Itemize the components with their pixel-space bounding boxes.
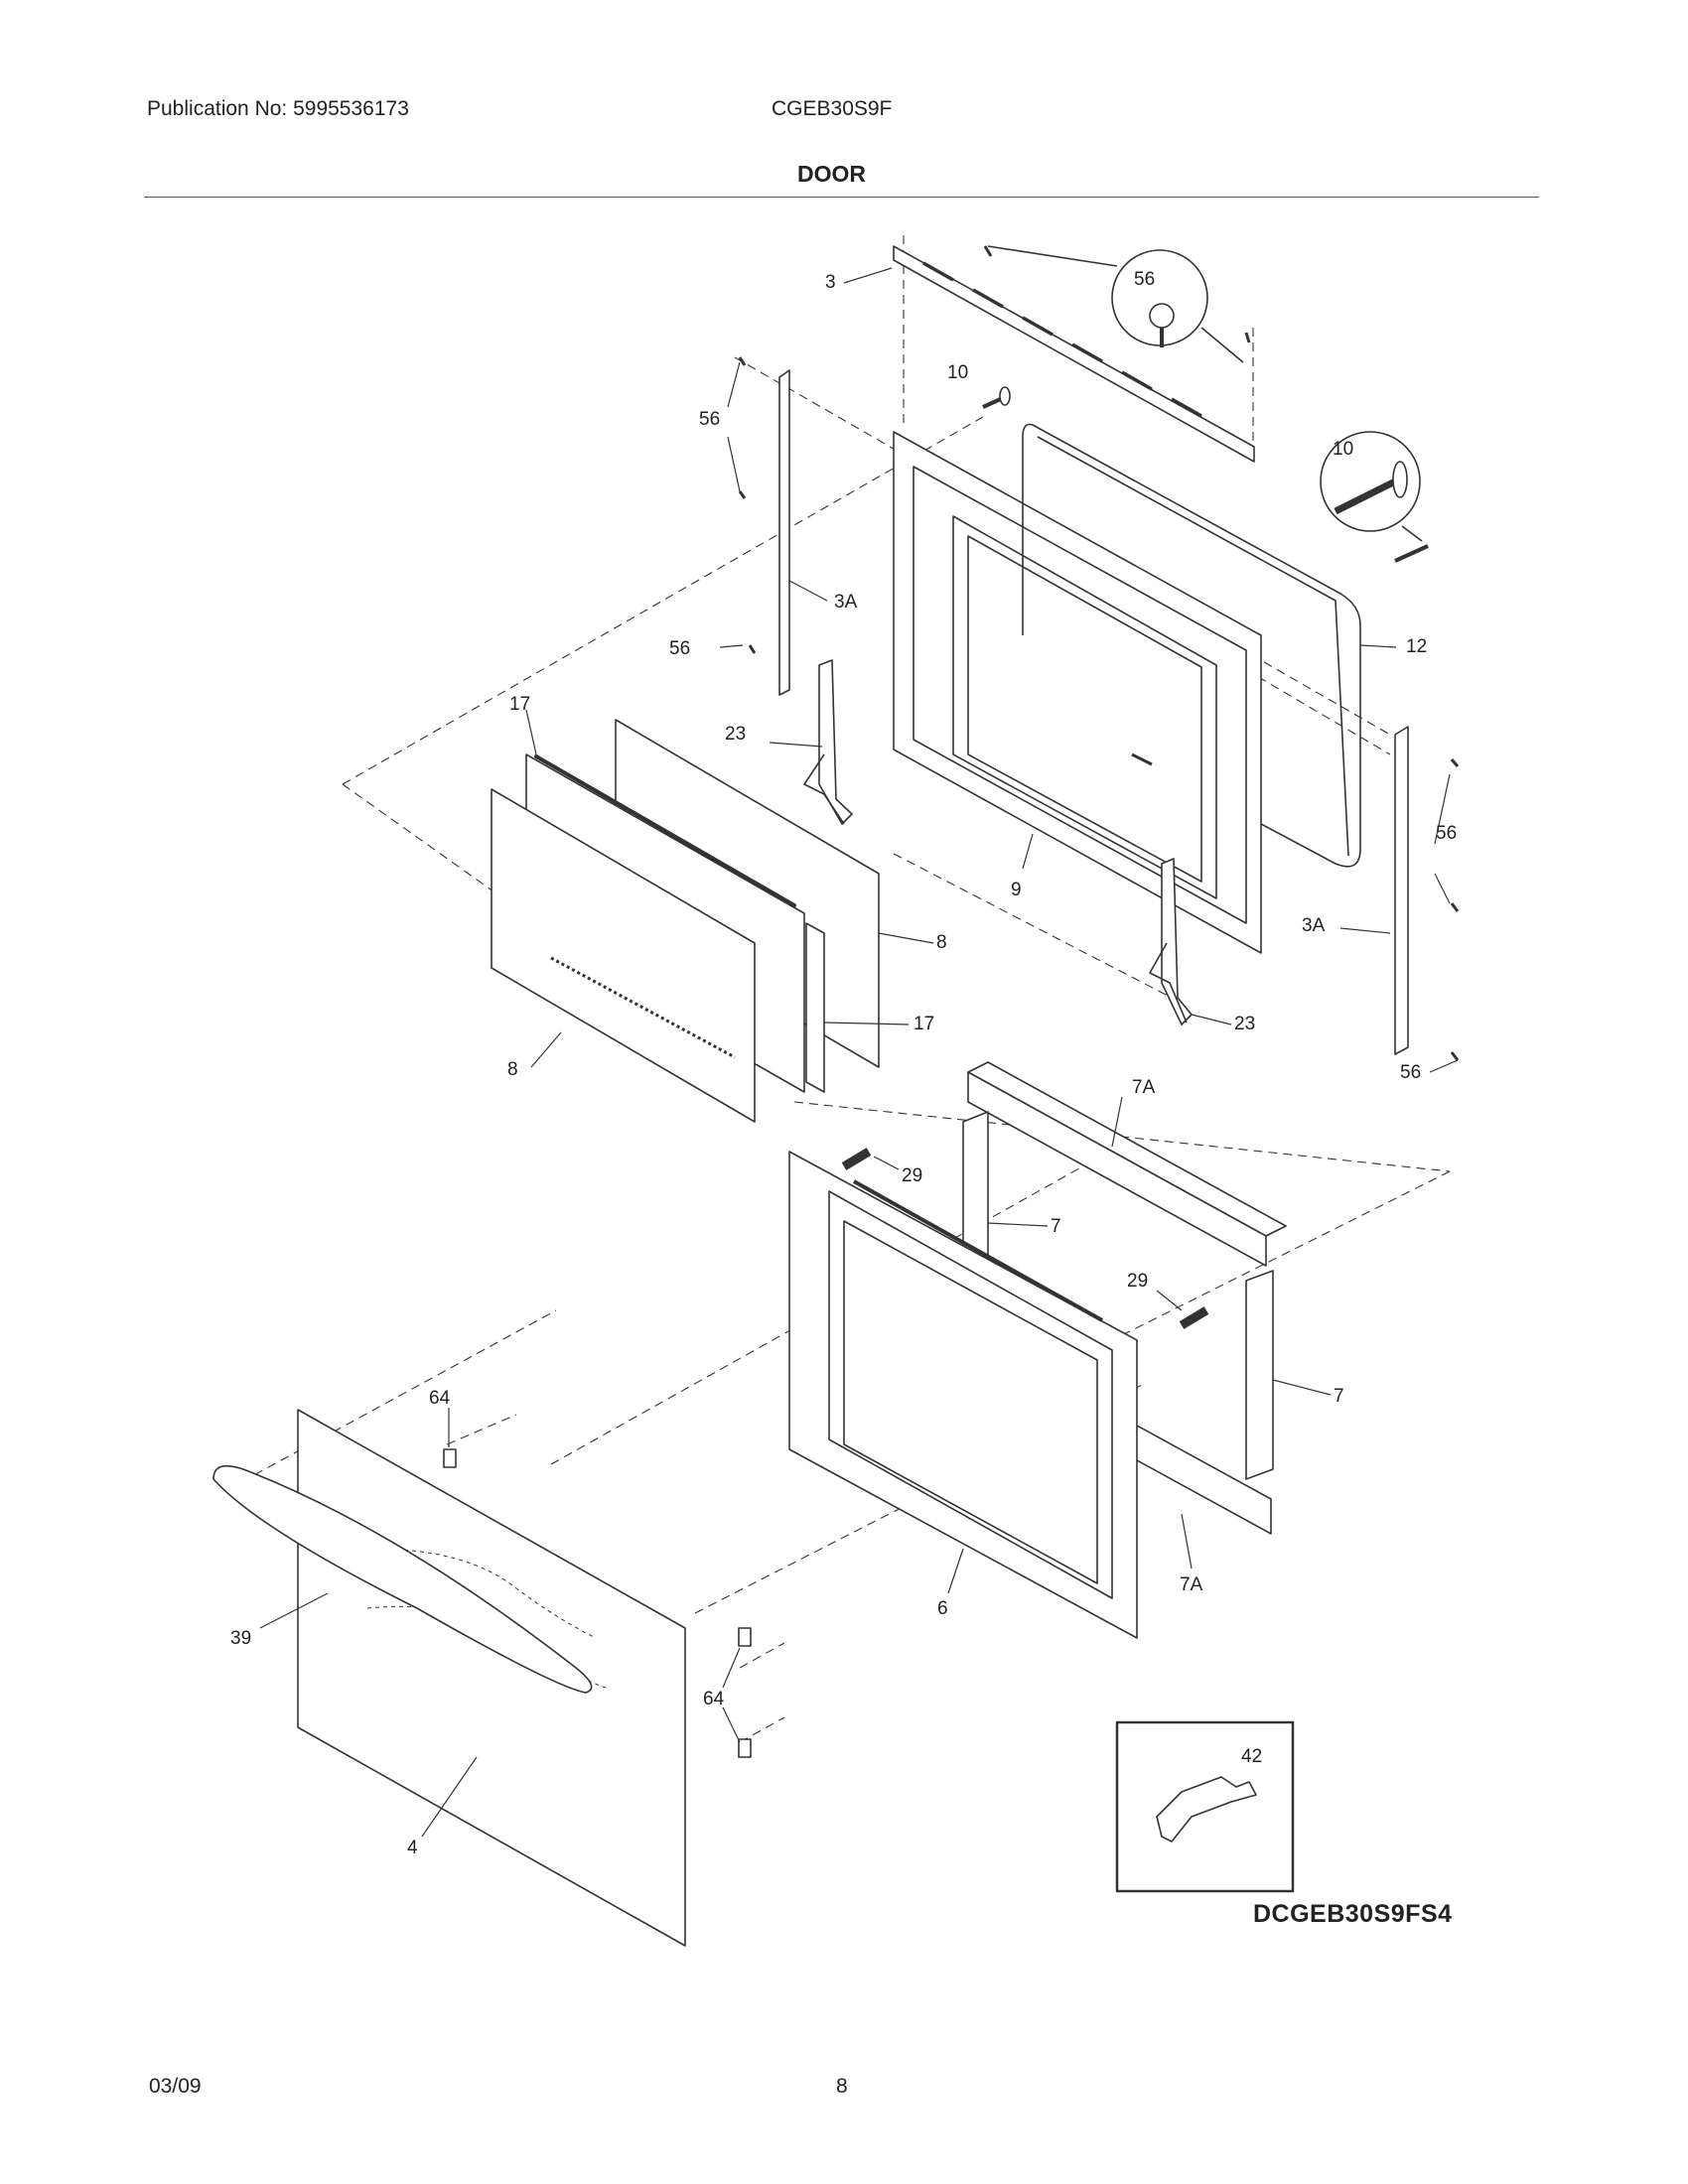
- part-3A-right-rail: [1394, 726, 1460, 1061]
- callout-23: 23: [725, 724, 746, 745]
- callout-56: 56: [1400, 1062, 1421, 1083]
- part-3A-left-rail: [738, 356, 790, 696]
- diagram-code: DCGEB30S9FS4: [1253, 1900, 1453, 1928]
- callout-42: 42: [1241, 1746, 1262, 1767]
- callout-3: 3: [825, 272, 836, 293]
- bolt-10: [982, 386, 1011, 409]
- callout-56: 56: [699, 409, 720, 430]
- callout-3A: 3A: [1302, 915, 1326, 936]
- callout-17: 17: [914, 1014, 934, 1034]
- publication-number: Publication No: 5995536173: [147, 97, 409, 120]
- header-rule: [144, 197, 1539, 198]
- callout-7: 7: [1051, 1216, 1061, 1237]
- callout-7A: 7A: [1132, 1077, 1156, 1098]
- callout-56: 56: [669, 638, 690, 659]
- part-9-inner-door: [893, 431, 1262, 954]
- part-8-front-glass: [491, 788, 756, 1123]
- bolt-10-detail-circle: [1320, 431, 1429, 563]
- callout-leaders: [259, 267, 1459, 1838]
- callout-10: 10: [947, 362, 968, 383]
- callout-17: 17: [509, 694, 530, 715]
- model-number: CGEB30S9F: [772, 97, 893, 120]
- page-number: 8: [836, 2075, 848, 2098]
- callout-7: 7: [1334, 1386, 1344, 1407]
- part-64-clips: [443, 1448, 752, 1758]
- callout-39: 39: [230, 1628, 251, 1649]
- callout-8: 8: [507, 1059, 518, 1080]
- part-12-gasket: [1022, 423, 1361, 868]
- callout-56-detail: 56: [1134, 269, 1155, 290]
- callout-4: 4: [407, 1838, 418, 1858]
- callout-12: 12: [1406, 636, 1427, 657]
- callout-6: 6: [937, 1598, 948, 1619]
- part-29-pins: [841, 1148, 1209, 1329]
- callout-23: 23: [1234, 1014, 1255, 1034]
- callout-7A: 7A: [1180, 1574, 1203, 1595]
- part-4-outer-door: [297, 1409, 686, 1947]
- section-title: DOOR: [797, 161, 866, 187]
- part-3-vent-strip: [893, 245, 1255, 463]
- callout-56: 56: [1436, 823, 1457, 844]
- callout-29: 29: [902, 1165, 922, 1186]
- part-42-detail-box: [1115, 1720, 1295, 1893]
- glass-print-strip: [550, 956, 736, 1059]
- callout-8: 8: [936, 932, 947, 953]
- part-39-handle: [212, 1464, 593, 1694]
- callout-64: 64: [429, 1388, 451, 1409]
- screw-56-detail-circle: [983, 245, 1251, 363]
- callout-64: 64: [703, 1689, 725, 1709]
- callout-9: 9: [1011, 880, 1022, 900]
- footer-date: 03/09: [149, 2075, 202, 2098]
- callout-29: 29: [1127, 1271, 1148, 1292]
- part-6-door-frame: [788, 1151, 1138, 1639]
- callout-3A: 3A: [834, 592, 858, 613]
- callout-10-detail: 10: [1333, 439, 1353, 460]
